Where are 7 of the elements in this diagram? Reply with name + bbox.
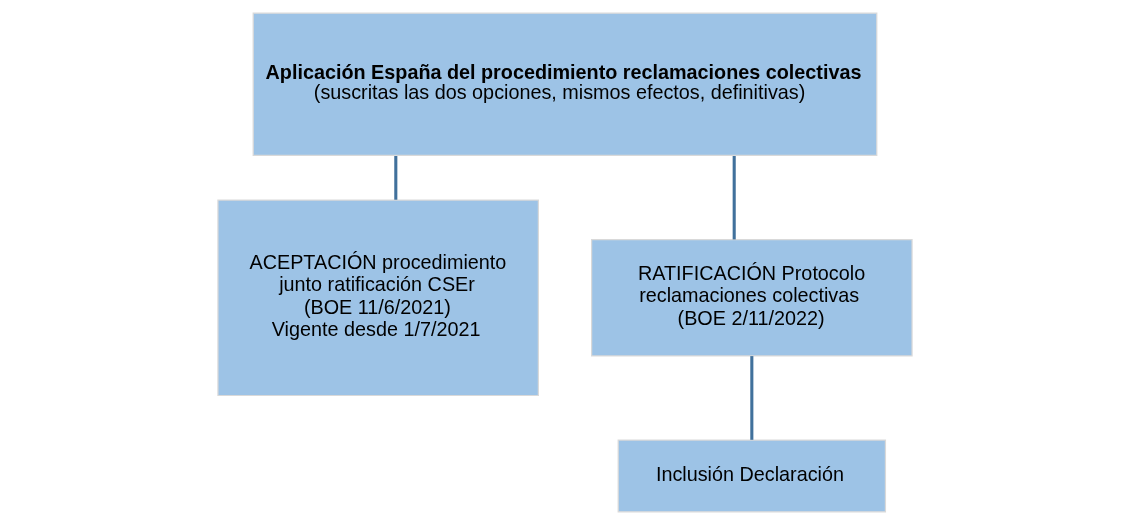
connector — [749, 356, 753, 440]
connector — [393, 156, 397, 200]
node-box: ACEPTACIÓN procedimiento junto ratificación CSEr (BOE 11/6/2021) Vigente desde 1/7/2021 — [216, 199, 539, 397]
node-box: Aplicación España del procedimiento reclamaciones colectivas (suscritas las dos opciones, mismos efectos, definitivas) — [252, 12, 877, 157]
node-box: Inclusión Declaración — [617, 439, 886, 513]
connector — [732, 156, 736, 240]
node-box: RATIFICACIÓN Protocolo reclamaciones colectivas (BOE 2/11/2022) — [590, 239, 913, 357]
